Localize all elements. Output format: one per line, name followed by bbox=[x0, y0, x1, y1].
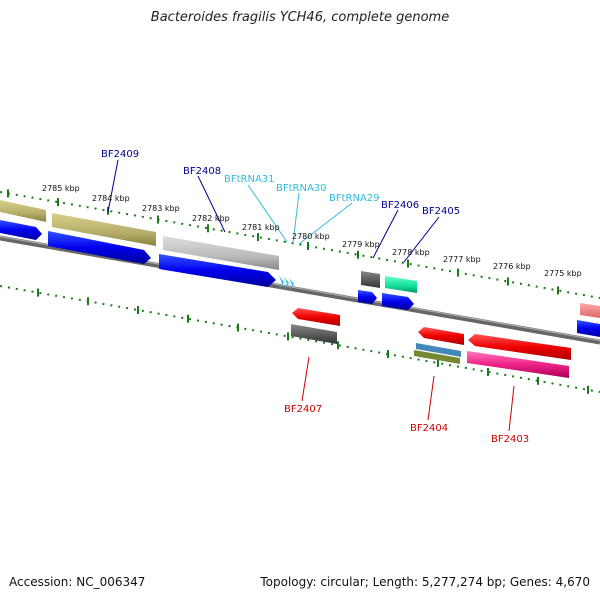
gene-red-2[interactable] bbox=[418, 327, 464, 345]
callout-bf2407 bbox=[301, 356, 310, 402]
gene-bf2408[interactable] bbox=[159, 254, 276, 287]
kbp-label: 2775 kbp bbox=[544, 269, 582, 278]
callout-bf2409 bbox=[107, 159, 119, 213]
trna-31-marker[interactable] bbox=[279, 276, 284, 290]
gene-olive-1[interactable] bbox=[0, 200, 46, 222]
label-bf2409[interactable]: BF2409 bbox=[101, 149, 139, 160]
label-bf2408[interactable]: BF2408 bbox=[183, 166, 221, 177]
label-bftrna29[interactable]: BFtRNA29 bbox=[329, 193, 380, 204]
callout-trna31 bbox=[247, 184, 288, 243]
kbp-label: 2784 kbp bbox=[92, 194, 130, 203]
gene-salmon-edge[interactable] bbox=[580, 303, 600, 318]
label-bftrna31[interactable]: BFtRNA31 bbox=[224, 174, 275, 185]
callout-bf2405 bbox=[403, 216, 440, 263]
kbp-label: 2776 kbp bbox=[493, 262, 531, 271]
kbp-label: 2777 kbp bbox=[443, 255, 481, 264]
callout-trna30 bbox=[292, 192, 300, 244]
gene-grey-1[interactable] bbox=[163, 236, 279, 270]
kbp-label: 2781 kbp bbox=[242, 223, 280, 232]
label-bf2405[interactable]: BF2405 bbox=[422, 206, 460, 217]
label-bf2404[interactable]: BF2404 bbox=[410, 423, 448, 434]
kbp-label: 2782 kbp bbox=[192, 214, 230, 223]
kbp-label: 2780 kbp bbox=[292, 232, 330, 241]
callout-bf2404 bbox=[427, 375, 435, 421]
scale-dots-bottom bbox=[0, 285, 600, 393]
page-title: Bacteroides fragilis YCH46, complete gen… bbox=[150, 10, 450, 25]
scale-dots-top bbox=[0, 191, 600, 299]
gene-blue-4[interactable] bbox=[382, 293, 414, 310]
gene-olive-2[interactable] bbox=[52, 213, 156, 246]
gene-bf2406[interactable] bbox=[361, 271, 380, 288]
gene-blue-3[interactable] bbox=[358, 290, 377, 304]
gene-pink[interactable] bbox=[467, 351, 569, 378]
kbp-label: 2785 kbp bbox=[42, 184, 80, 193]
accession-text: Accession: NC_006347 bbox=[9, 575, 146, 589]
callout-bf2406 bbox=[372, 209, 399, 259]
label-bftrna30[interactable]: BFtRNA30 bbox=[276, 183, 327, 194]
gene-bf2407[interactable] bbox=[291, 324, 337, 344]
scale-ticks-bottom bbox=[37, 288, 589, 394]
gene-red-1[interactable] bbox=[292, 308, 340, 326]
label-bf2406[interactable]: BF2406 bbox=[381, 200, 419, 211]
scale-ticks-top bbox=[7, 189, 559, 295]
gene-bf2404[interactable] bbox=[414, 350, 460, 364]
label-bf2407[interactable]: BF2407 bbox=[284, 404, 322, 415]
kbp-label: 2779 kbp bbox=[342, 240, 380, 249]
gene-bf2403[interactable] bbox=[468, 334, 571, 360]
callout-trna29 bbox=[298, 202, 353, 245]
callout-bf2403 bbox=[508, 385, 515, 432]
trna-30-marker[interactable] bbox=[284, 277, 289, 291]
topology-text: Topology: circular; Length: 5,277,274 bp… bbox=[260, 575, 590, 589]
label-bf2403[interactable]: BF2403 bbox=[491, 434, 529, 445]
callout-bf2408 bbox=[197, 175, 226, 233]
gene-blue-1[interactable] bbox=[0, 220, 42, 240]
gene-bf2405[interactable] bbox=[385, 276, 417, 293]
trna-29-marker[interactable] bbox=[289, 278, 294, 292]
gene-blue-2[interactable] bbox=[48, 231, 151, 264]
kbp-label: 2783 kbp bbox=[142, 204, 180, 213]
gene-steel[interactable] bbox=[416, 343, 461, 357]
kbp-label: 2778 kbp bbox=[392, 248, 430, 257]
gene-blue-edge[interactable] bbox=[577, 320, 600, 337]
